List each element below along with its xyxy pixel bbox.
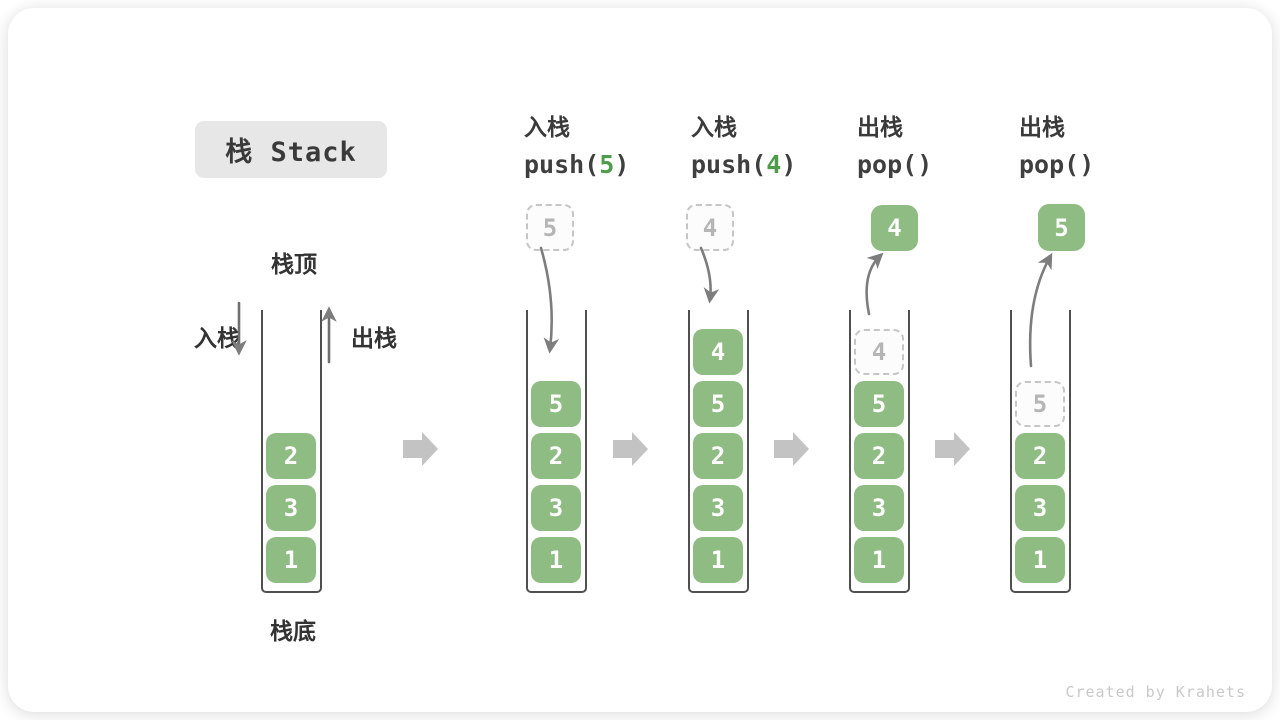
stack-block: 3 [531,485,581,531]
stack-block: 5 [531,381,581,427]
block-value: 3 [710,494,726,522]
block-value: 3 [283,494,299,522]
watermark-credit: Created by Krahets [1065,683,1246,701]
page-title: 栈 Stack [225,137,357,168]
block-value: 5 [710,390,726,418]
code-prefix: pop( [857,150,918,179]
operation-label-push-4: 入栈 push(4) [691,114,796,180]
stack-block: 1 [693,537,743,583]
operation-label-push-5: 入栈 push(5) [524,114,629,180]
stack-block: 1 [1015,537,1065,583]
block-value: 2 [871,442,887,470]
operation-name: 出栈 [857,114,903,140]
code-suffix: ) [614,150,630,179]
stack-block: 1 [854,537,904,583]
box-value: 4 [887,214,902,242]
operation-name: 入栈 [524,114,570,140]
operation-code: push(4) [691,150,796,180]
block-value: 1 [1032,546,1048,574]
stack-well-2: 5 2 3 1 [526,310,587,593]
block-value: 1 [710,546,726,574]
block-value: 5 [871,390,887,418]
stack-block: 2 [693,433,743,479]
box-value: 4 [702,213,718,242]
block-value: 2 [548,442,564,470]
code-argument: 5 [599,150,615,179]
stack-well-3: 4 5 2 3 1 [688,310,749,593]
incoming-item-box: 5 [526,204,574,251]
block-value: 2 [710,442,726,470]
stack-block: 3 [1015,485,1065,531]
block-value: 2 [1032,442,1048,470]
ghost-block: 4 [854,329,904,375]
operation-code: pop() [1019,150,1094,180]
block-value: 1 [283,546,299,574]
box-value: 5 [542,213,558,242]
incoming-item-box: 4 [686,204,734,251]
stack-block: 5 [854,381,904,427]
ghost-block: 5 [1015,381,1065,427]
code-prefix: pop( [1019,150,1080,179]
stack-block: 3 [266,485,316,531]
pop-direction-label: 出栈 [351,325,397,351]
box-value: 5 [1054,213,1069,242]
block-value: 1 [871,546,887,574]
block-value: 3 [1032,494,1048,522]
stack-block: 3 [854,485,904,531]
stack-block: 2 [854,433,904,479]
stack-block: 2 [531,433,581,479]
popped-item-box: 5 [1038,204,1085,251]
stack-well-4: 4 5 2 3 1 [849,310,910,593]
code-suffix: ) [1079,150,1095,179]
operation-label-pop-1: 出栈 pop() [857,114,932,180]
operation-label-pop-2: 出栈 pop() [1019,114,1094,180]
code-prefix: push( [524,150,600,179]
popped-item-box: 4 [871,205,918,251]
operation-code: pop() [857,150,932,180]
stack-block: 2 [1015,433,1065,479]
block-value: 2 [283,442,299,470]
block-value: 4 [710,338,726,366]
block-value: 5 [548,390,564,418]
block-value: 5 [1032,390,1048,418]
code-argument: 4 [766,150,782,179]
stack-bottom-label: 栈底 [270,618,316,644]
stack-block: 2 [266,433,316,479]
block-value: 4 [871,338,887,366]
block-value: 3 [548,494,564,522]
stack-block: 1 [531,537,581,583]
block-value: 1 [548,546,564,574]
stack-well-1: 2 3 1 [261,310,322,593]
code-suffix: ) [781,150,797,179]
stack-top-label: 栈顶 [271,251,317,277]
stack-well-5: 5 2 3 1 [1010,310,1071,593]
stack-block: 1 [266,537,316,583]
diagram-card: 栈 Stack 入栈 push(5) 入栈 push(4) 出栈 pop() 出… [8,8,1272,712]
code-suffix: ) [917,150,933,179]
stack-block: 5 [693,381,743,427]
stack-block: 4 [693,329,743,375]
stack-block: 3 [693,485,743,531]
code-prefix: push( [691,150,767,179]
operation-name: 入栈 [691,114,737,140]
title-chip: 栈 Stack [195,121,387,178]
operation-code: push(5) [524,150,629,180]
push-direction-label: 入栈 [194,325,240,351]
block-value: 3 [871,494,887,522]
operation-name: 出栈 [1019,114,1065,140]
